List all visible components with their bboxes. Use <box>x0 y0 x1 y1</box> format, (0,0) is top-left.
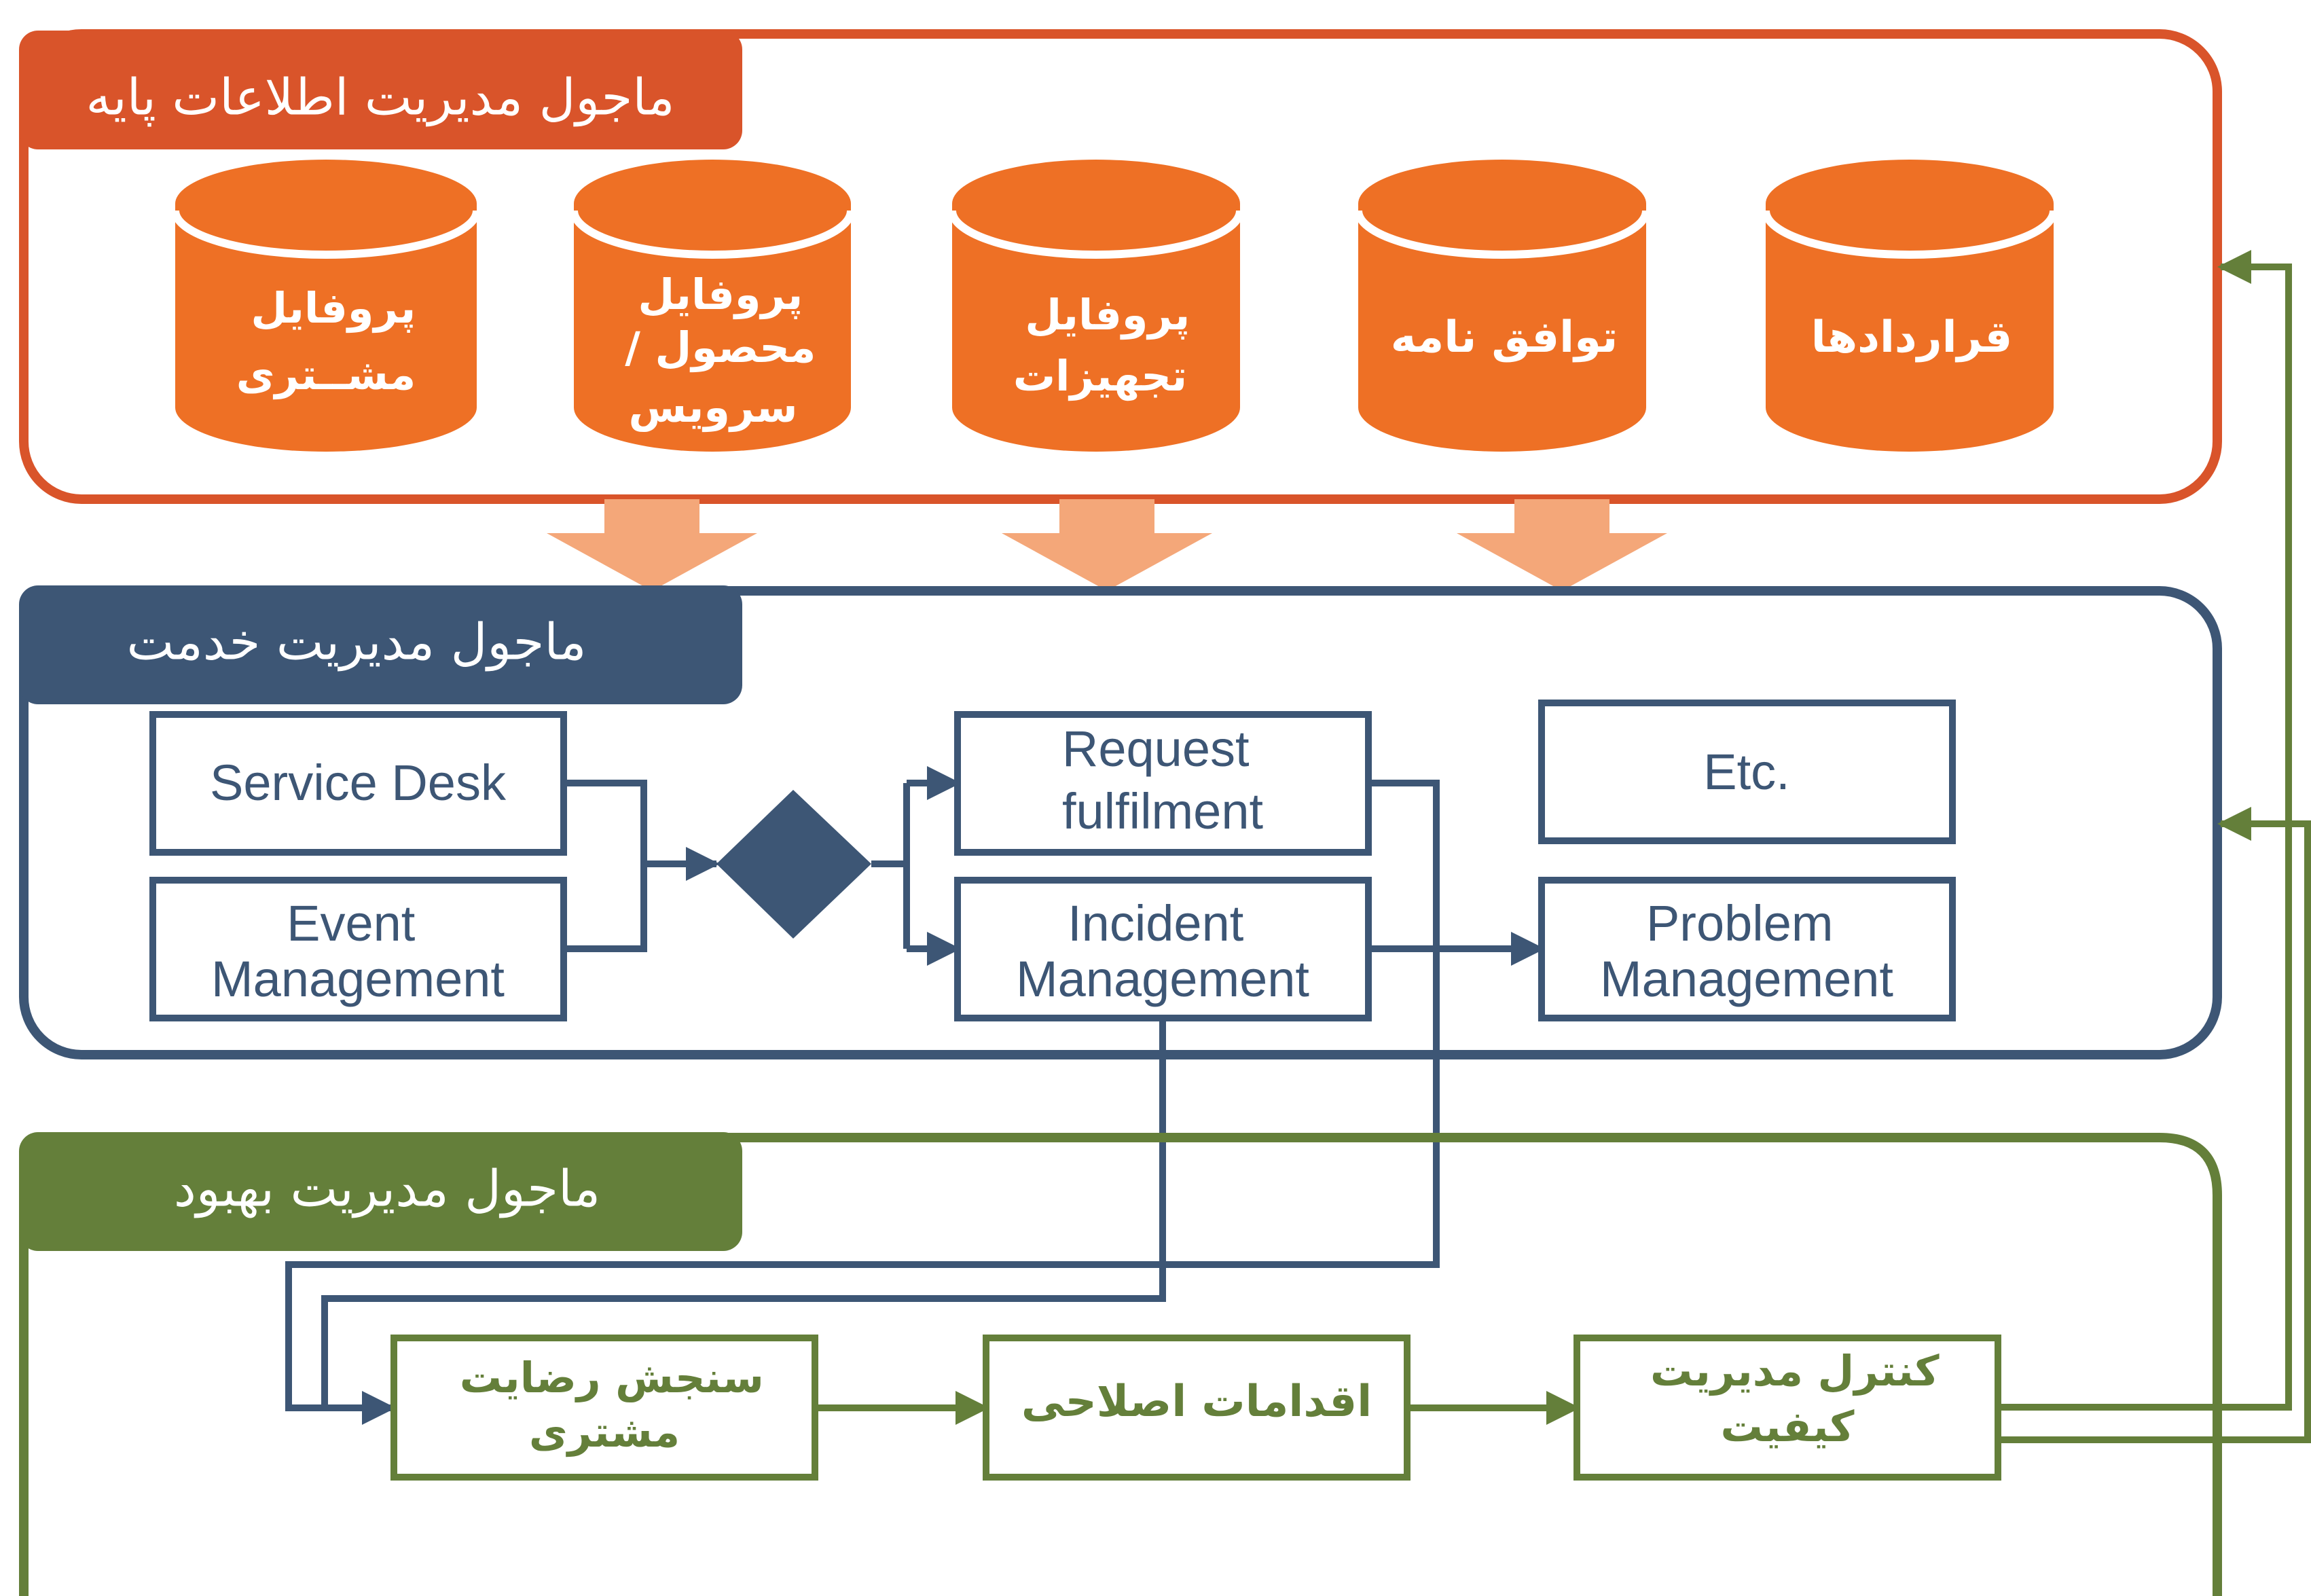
box-frame <box>1538 700 1956 844</box>
database-label: پروفایل تجهیزات <box>1011 290 1190 401</box>
box-label-line-2: Management <box>1016 951 1309 1007</box>
service-connectors <box>285 766 1545 1425</box>
box-label-line-1: Request <box>1062 721 1250 777</box>
decision-diamond <box>716 790 871 939</box>
box-label-line-1: سنجش رضایت <box>460 1353 764 1402</box>
database-equipment-profile: پروفایل تجهیزات <box>948 160 1244 452</box>
improvement-module-header <box>19 1132 742 1251</box>
down-arrow-3 <box>1457 499 1667 591</box>
box-label-line-1: Problem <box>1646 895 1834 951</box>
base-info-module-header <box>19 31 742 149</box>
box-label: Problem Management <box>1600 895 1893 1007</box>
box-label: کنترل مدیریت کیفیت <box>1635 1346 1940 1451</box>
database-label-line-2: مشــتری <box>236 350 416 399</box>
box-label: سنجش رضایت مشتری <box>445 1353 764 1457</box>
box-frame <box>1538 877 1956 1021</box>
database-rim <box>1354 210 1650 259</box>
database-rim <box>1762 210 2058 259</box>
box-quality-control: کنترل مدیریت کیفیت <box>1573 1335 2001 1481</box>
down-arrow-1 <box>547 499 757 591</box>
box-label-line-1: Event <box>287 895 416 951</box>
box-frame <box>983 1335 1411 1481</box>
box-label-line-2: fulfilment <box>1062 783 1264 839</box>
box-frame <box>149 877 567 1021</box>
database-cylinder-shape <box>1358 160 1646 452</box>
database-label: پروفایل مشــتری <box>236 283 416 399</box>
feedback-service-vertical <box>2217 807 2311 1440</box>
box-frame <box>149 711 567 856</box>
database-label: پروفایل محصول / سرویس <box>611 270 816 432</box>
database-label: توافق نامه <box>1391 312 1618 363</box>
database-label: قراردادها <box>1811 312 2013 363</box>
database-cylinder-shape <box>175 160 477 452</box>
down-arrow-2 <box>1002 499 1212 591</box>
box-label-line-2: Management <box>1600 951 1893 1007</box>
improvement-module-title: ماجول مدیریت بهبود <box>174 1160 600 1218</box>
database-product-service-profile: پروفایل محصول / سرویس <box>570 160 855 452</box>
database-label-line-2: محصول / <box>625 323 816 372</box>
service-module-title: ماجول مدیریت خدمت <box>126 613 586 672</box>
base-info-module-title: ماجول مدیریت اطلاعات پایه <box>86 69 674 127</box>
box-frame <box>390 1335 818 1481</box>
database-agreement: توافق نامه <box>1354 160 1650 452</box>
box-label: Event Management <box>211 895 505 1007</box>
box-label-line-2: مشتری <box>529 1407 680 1457</box>
box-label: اقدامات اصلاحی <box>1021 1377 1372 1427</box>
database-customer-profile: پروفایل مشــتری <box>171 160 481 452</box>
connector-service-desk-merge <box>564 780 647 952</box>
improvement-module: ماجول مدیریت بهبود <box>19 1132 2222 1596</box>
improvement-connectors <box>815 250 2311 1443</box>
box-request-fulfilment: Request fulfilment <box>954 711 1372 856</box>
database-label-line-1: پروفایل <box>251 283 416 333</box>
feedback-to-base-module <box>1998 250 2292 1411</box>
database-label-line-2: تجهیزات <box>1013 351 1187 401</box>
box-frame <box>954 711 1372 856</box>
database-cylinder-shape <box>1766 160 2054 452</box>
box-label-line-1: کنترل مدیریت <box>1650 1346 1940 1396</box>
connector-incident-to-satisfaction <box>321 1018 1166 1408</box>
database-label-line-1: پروفایل <box>638 270 803 319</box>
connector-request-to-satisfaction <box>285 780 1440 1425</box>
box-label-line-2: Management <box>211 951 505 1007</box>
service-module-header <box>19 585 742 704</box>
box-label-line-1: Incident <box>1068 895 1244 951</box>
database-cylinder-shape <box>952 160 1240 452</box>
box-label: Incident Management <box>1016 895 1309 1007</box>
database-contracts: قراردادها <box>1762 160 2058 452</box>
box-label: Etc. <box>1703 744 1789 800</box>
database-rim <box>948 210 1244 259</box>
database-label-line-1: پروفایل <box>1025 290 1190 340</box>
box-customer-satisfaction: سنجش رضایت مشتری <box>390 1335 818 1481</box>
database-label-line-3: سرویس <box>629 382 798 432</box>
database-rim <box>570 210 855 259</box>
box-incident-management: Incident Management <box>954 877 1372 1021</box>
box-event-management: Event Management <box>149 877 567 1021</box>
box-label: Service Desk <box>210 755 507 811</box>
box-label: Request fulfilment <box>1062 721 1264 839</box>
box-etc: Etc. <box>1538 700 1956 844</box>
database-cylinder-shape <box>574 160 851 452</box>
box-corrective-actions: اقدامات اصلاحی <box>983 1335 1411 1481</box>
box-problem-management: Problem Management <box>1538 877 1956 1021</box>
box-service-desk: Service Desk <box>149 711 567 856</box>
box-label-line-2: کیفیت <box>1721 1402 1855 1451</box>
database-rim <box>171 210 481 259</box>
